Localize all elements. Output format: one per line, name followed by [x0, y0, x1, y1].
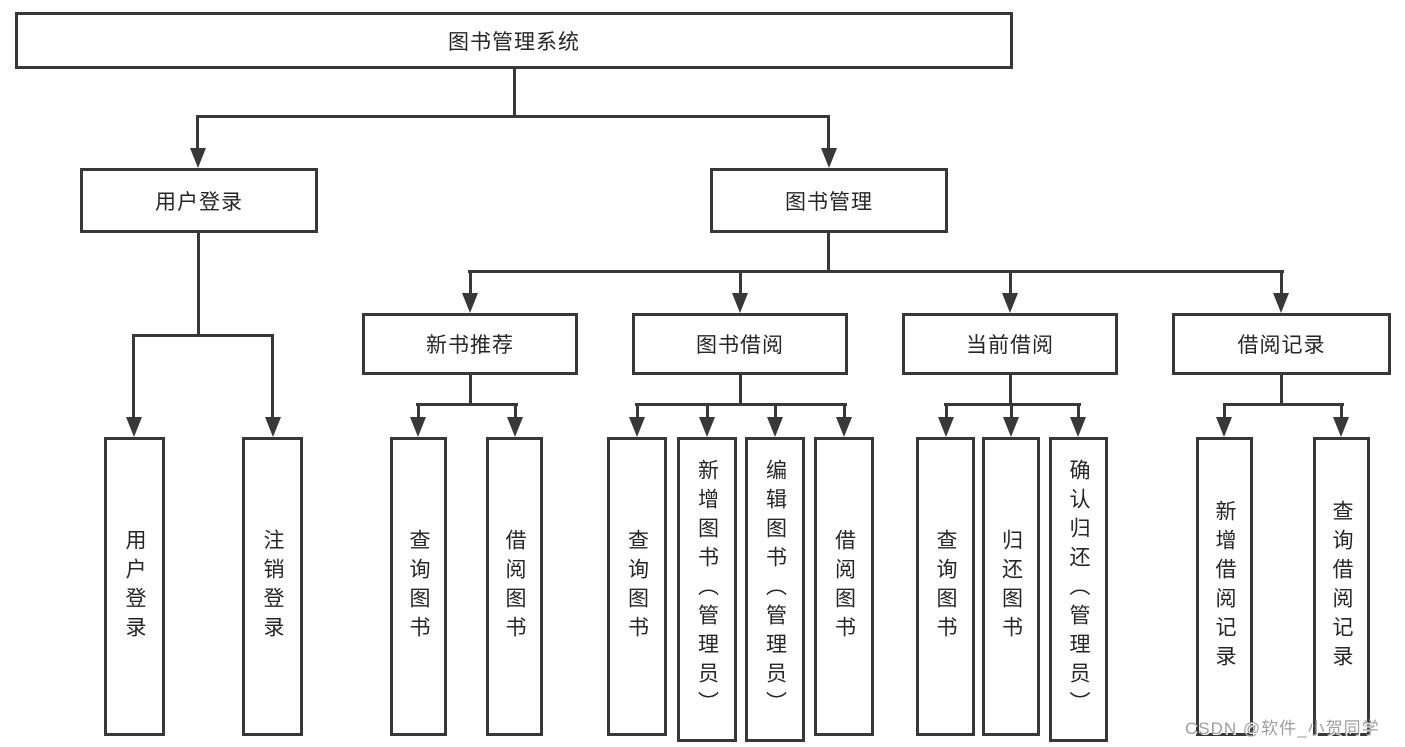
leaf-newbook-query-books: 查询图书 — [390, 437, 447, 736]
leaf-borrowing-query-books: 查询图书 — [607, 437, 667, 736]
node-book-management: 图书管理 — [710, 168, 948, 233]
leaf-edit-books-admin-label: 编辑图书（管理员） — [763, 459, 787, 720]
leaf-current-query-books-label: 查询图书 — [934, 528, 957, 645]
arrowhead-down — [1216, 417, 1232, 437]
connector-line — [843, 403, 846, 421]
connector-line — [739, 270, 742, 297]
arrowhead-down — [1002, 293, 1018, 313]
connector-line — [1010, 403, 1013, 421]
leaf-add-borrow-record: 新增借阅记录 — [1196, 437, 1253, 736]
leaf-borrowing-query-books-label: 查询图书 — [625, 528, 649, 645]
leaf-confirm-return-admin-label: 确认归还（管理员） — [1067, 459, 1090, 720]
csdn-watermark: CSDN @软件_小贺同学 — [1185, 719, 1380, 738]
node-root-label: 图书管理系统 — [448, 30, 580, 54]
connector-line — [416, 403, 518, 406]
connector-line — [706, 403, 709, 421]
arrowhead-down — [699, 417, 715, 437]
arrowhead-down — [507, 417, 523, 437]
arrowhead-down — [462, 293, 478, 313]
node-current-borrowing: 当前借阅 — [902, 313, 1118, 375]
connector-line — [132, 334, 135, 419]
arrowhead-down — [938, 417, 954, 437]
connector-line — [469, 375, 472, 406]
node-new-book-recommendation: 新书推荐 — [362, 313, 578, 375]
connector-line — [739, 375, 742, 406]
leaf-add-books-admin-label: 新增图书（管理员） — [695, 459, 719, 720]
connector-line — [1223, 403, 1226, 421]
connector-line — [636, 403, 639, 421]
connector-line — [1280, 375, 1283, 406]
arrowhead-down — [821, 148, 837, 168]
connector-line — [196, 115, 199, 151]
leaf-confirm-return-admin: 确认归还（管理员） — [1049, 437, 1108, 742]
leaf-logout: 注销登录 — [242, 437, 303, 736]
node-borrowing-records-label: 借阅记录 — [1237, 334, 1326, 357]
node-book-borrowing: 图书借阅 — [632, 313, 848, 375]
connector-line — [1223, 403, 1344, 406]
connector-line — [196, 115, 830, 118]
leaf-user-login: 用户登录 — [104, 437, 165, 736]
leaf-user-login-label: 用户登录 — [123, 528, 146, 645]
leaf-borrowing-borrow-books: 借阅图书 — [814, 437, 874, 736]
arrowhead-down — [767, 417, 783, 437]
node-borrowing-records: 借阅记录 — [1172, 313, 1391, 375]
node-book-borrowing-label: 图书借阅 — [696, 334, 784, 357]
node-new-book-recommendation-label: 新书推荐 — [426, 334, 514, 357]
leaf-edit-books-admin: 编辑图书（管理员） — [745, 437, 805, 742]
node-root: 图书管理系统 — [15, 12, 1013, 69]
arrowhead-down — [410, 417, 426, 437]
leaf-add-books-admin: 新增图书（管理员） — [677, 437, 737, 742]
leaf-return-books-label: 归还图书 — [999, 528, 1023, 645]
arrowhead-down — [265, 417, 281, 437]
connector-line — [774, 403, 777, 421]
node-user-login-label: 用户登录 — [155, 190, 243, 214]
leaf-newbook-borrow-books: 借阅图书 — [486, 437, 543, 736]
leaf-borrowing-borrow-books-label: 借阅图书 — [832, 528, 856, 645]
leaf-add-borrow-record-label: 新增借阅记录 — [1213, 499, 1236, 674]
connector-line — [827, 115, 830, 151]
arrowhead-down — [629, 417, 645, 437]
node-current-borrowing-label: 当前借阅 — [966, 334, 1054, 357]
leaf-query-borrow-record-label: 查询借阅记录 — [1330, 499, 1353, 674]
arrowhead-down — [1273, 293, 1289, 313]
connector-line — [514, 403, 517, 421]
connector-line — [1077, 403, 1080, 421]
leaf-newbook-borrow-books-label: 借阅图书 — [503, 528, 526, 645]
connector-line — [132, 334, 274, 337]
connector-line — [1009, 270, 1012, 297]
connector-line — [417, 403, 420, 421]
connector-line — [271, 334, 274, 419]
connector-line — [945, 403, 948, 421]
leaf-current-query-books: 查询图书 — [916, 437, 975, 736]
connector-line — [827, 233, 830, 273]
leaf-return-books: 归还图书 — [982, 437, 1040, 736]
node-book-management-label: 图书管理 — [785, 190, 873, 214]
connector-line — [1280, 270, 1283, 297]
arrowhead-down — [1003, 417, 1019, 437]
arrowhead-down — [126, 417, 142, 437]
leaf-logout-label: 注销登录 — [261, 528, 284, 645]
arrowhead-down — [190, 148, 206, 168]
leaf-newbook-query-books-label: 查询图书 — [407, 528, 430, 645]
arrowhead-down — [1070, 417, 1086, 437]
connector-line — [468, 270, 1284, 273]
leaf-query-borrow-record: 查询借阅记录 — [1313, 437, 1370, 736]
connector-line — [635, 403, 847, 406]
arrowhead-down — [836, 417, 852, 437]
node-user-login: 用户登录 — [80, 168, 318, 233]
connector-line — [469, 270, 472, 297]
arrowhead-down — [732, 293, 748, 313]
connector-line — [1009, 375, 1012, 406]
connector-line — [197, 233, 200, 337]
arrowhead-down — [1333, 417, 1349, 437]
connector-line — [513, 69, 516, 118]
connector-line — [1340, 403, 1343, 421]
